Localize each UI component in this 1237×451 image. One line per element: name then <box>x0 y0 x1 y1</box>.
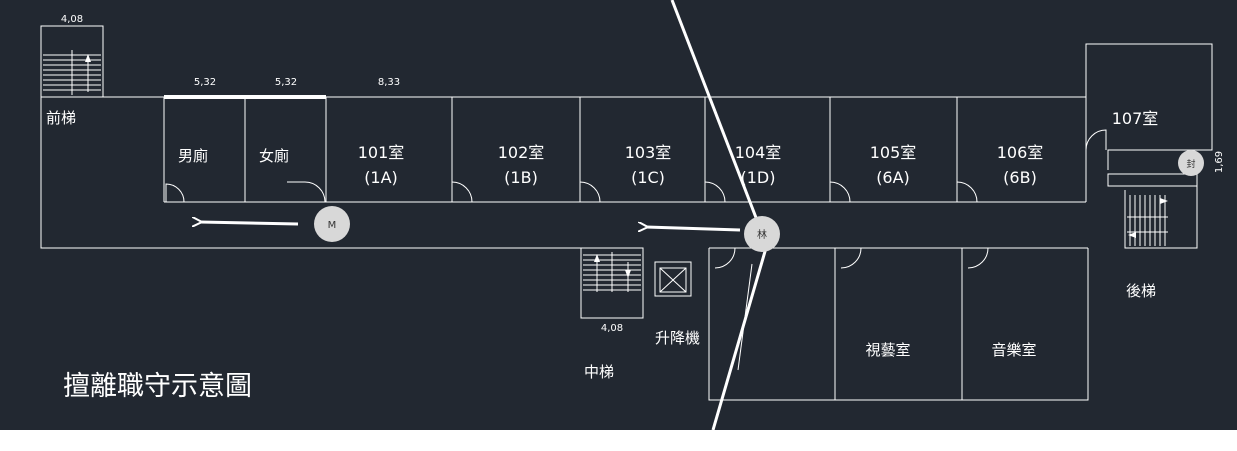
marker-m-circle <box>314 206 350 242</box>
floor-plan-canvas: M 林 封 4,08 5,32 5,32 8,33 4,08 1,69 前梯 中… <box>0 0 1237 430</box>
marker-lam-label: 林 <box>757 228 767 241</box>
room-106-code: (6B) <box>1003 168 1037 187</box>
label-elevator: 升降機 <box>655 329 700 347</box>
room-105-name: 105室 <box>870 143 917 162</box>
arrow-left-west <box>200 222 299 224</box>
room-104-code: (1D) <box>741 168 776 187</box>
middle-stairs-drawing <box>580 247 644 319</box>
room-101-code: (1A) <box>364 168 398 187</box>
dim-room101: 8,33 <box>378 77 400 88</box>
dim-front-stair: 4,08 <box>61 14 83 25</box>
room-101-name: 101室 <box>358 143 405 162</box>
room-104-name: 104室 <box>735 143 782 162</box>
room-men-restroom: 男廁 <box>178 147 208 165</box>
page-title: 擅離職守示意圖 <box>63 371 252 402</box>
room-visual-arts: 視藝室 <box>865 341 910 359</box>
movement-lines <box>670 0 768 430</box>
front-stairs-drawing <box>40 25 104 98</box>
lower-wing-walls <box>708 248 1089 401</box>
arrow-left-center <box>646 227 741 230</box>
marker-m-label: M <box>328 220 337 231</box>
building-walls <box>40 95 1088 249</box>
dim-middle-stair: 4,08 <box>601 323 623 334</box>
room-102-code: (1B) <box>504 168 538 187</box>
room-103-name: 103室 <box>625 143 672 162</box>
label-middle-stairs: 中梯 <box>584 363 614 381</box>
room-107-name: 107室 <box>1112 109 1159 128</box>
room-105-code: (6A) <box>876 168 910 187</box>
door-swings <box>165 129 1107 269</box>
elevator-drawing <box>654 261 692 297</box>
marker-fung-label: 封 <box>1186 158 1195 170</box>
room-106-name: 106室 <box>997 143 1044 162</box>
floor-plan: M 林 封 4,08 5,32 5,32 8,33 4,08 1,69 前梯 中… <box>40 0 1225 430</box>
room-women-restroom: 女廁 <box>259 147 289 165</box>
room-music: 音樂室 <box>991 341 1036 359</box>
dim-men-restroom: 5,32 <box>194 77 216 88</box>
room-102-name: 102室 <box>498 143 545 162</box>
marker-fung-circle <box>1178 150 1204 176</box>
marker-lam-circle <box>744 216 780 252</box>
right-block-walls <box>1085 43 1213 249</box>
dim-women-restroom: 5,32 <box>275 77 297 88</box>
dim-room107-side: 1,69 <box>1214 151 1225 173</box>
room-103-code: (1C) <box>631 168 665 187</box>
label-rear-stairs: 後梯 <box>1126 282 1156 300</box>
label-front-stairs: 前梯 <box>46 109 76 127</box>
